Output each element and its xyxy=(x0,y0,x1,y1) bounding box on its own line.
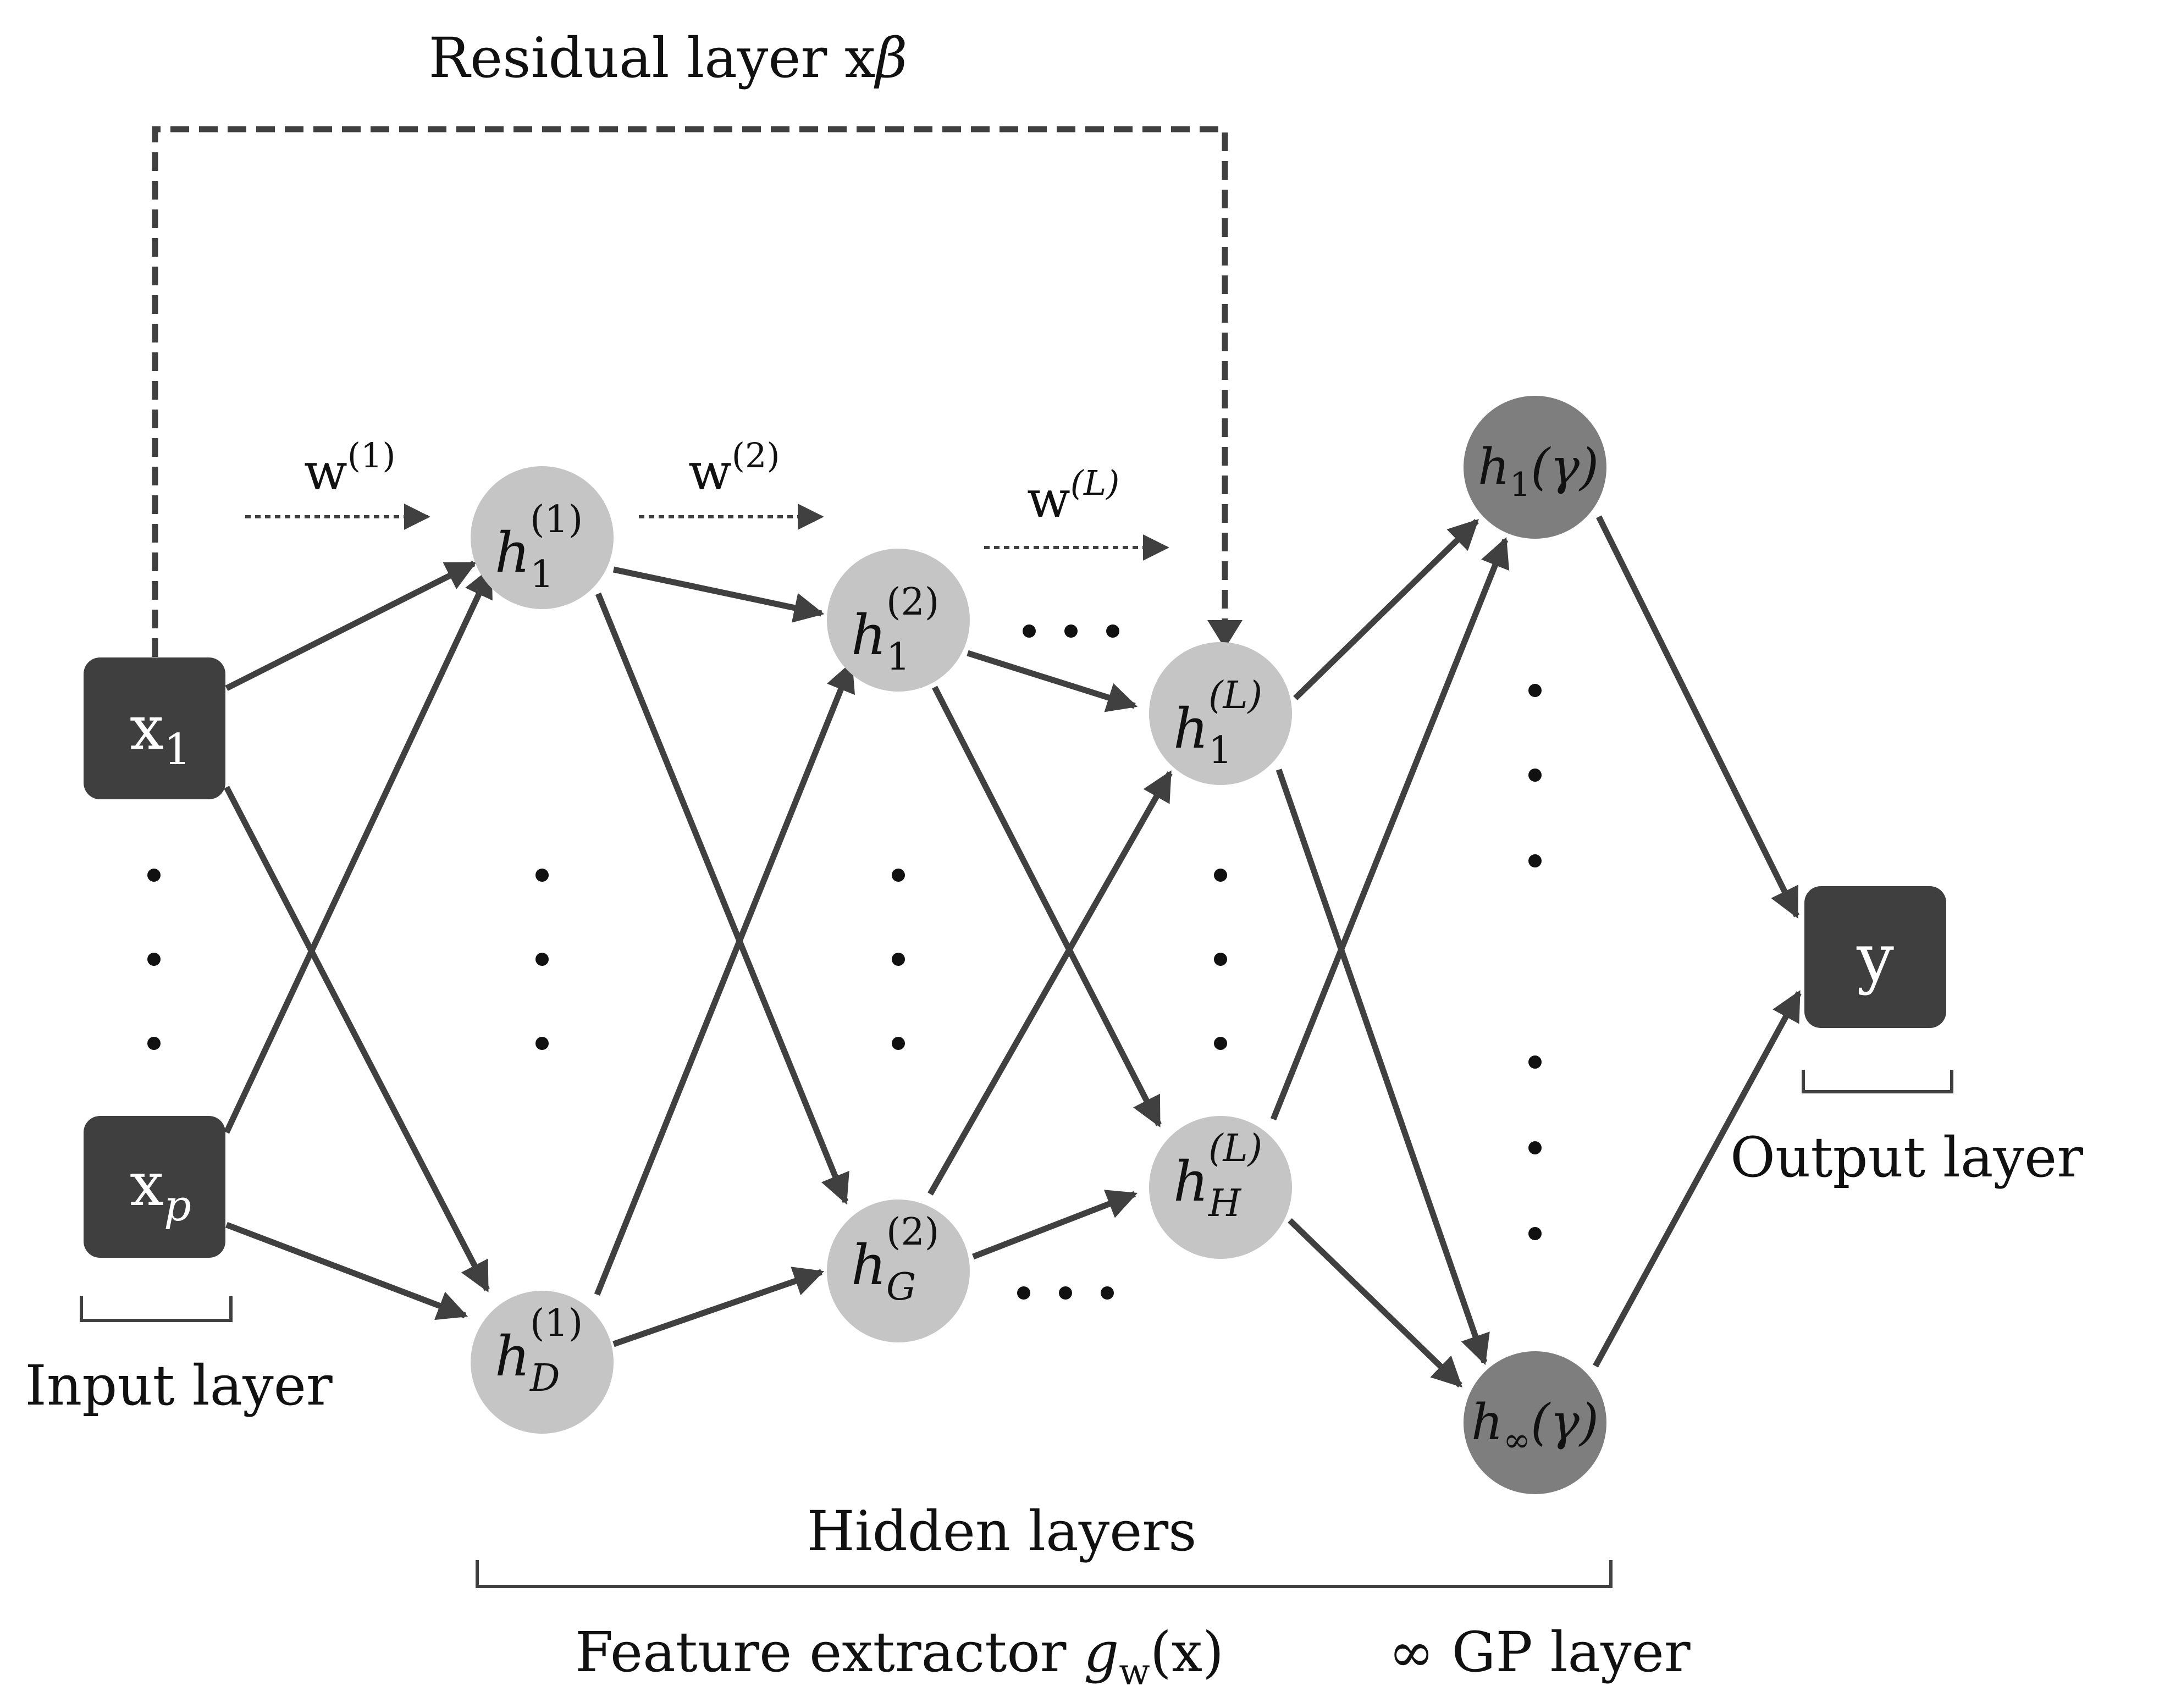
hidden-node-hG-2 xyxy=(827,1200,970,1342)
edge-x1-hD-1 xyxy=(224,786,490,1292)
hidden-dot xyxy=(1214,1037,1227,1050)
edge-hD-1-h1-2 xyxy=(594,661,855,1296)
output-node-y-label: y xyxy=(1856,920,1894,997)
input-dot xyxy=(147,953,161,966)
edge-hG-2-hH-L xyxy=(972,1190,1138,1260)
edge-xp-h1-1 xyxy=(224,567,493,1134)
residual-label: Residual layer xβ xyxy=(429,26,908,90)
edge-hH-L-gpinf xyxy=(1288,1218,1462,1388)
horizontal-dot xyxy=(1059,1286,1072,1300)
input-dot xyxy=(147,869,161,882)
hidden-node-h1-L xyxy=(1149,642,1292,785)
edge-h1-2-h1-L xyxy=(967,650,1138,712)
gp-dot xyxy=(1528,1141,1542,1154)
hidden-dot xyxy=(892,953,905,966)
hidden-node-hD-1-label: h(1)D xyxy=(495,1302,583,1400)
output-layer-bracket xyxy=(1802,1070,1953,1093)
weight-label-2: w(2) xyxy=(688,435,780,501)
feature-extractor-label: Feature extractor gw(x) xyxy=(575,1620,1224,1693)
input-dot xyxy=(147,1037,161,1050)
hidden-node-h1-1 xyxy=(471,466,614,609)
gp-node-h1-label: h1(γ) xyxy=(1478,438,1599,504)
edge-x1-h1-1 xyxy=(225,561,477,691)
horizontal-dot xyxy=(1101,1286,1114,1300)
hidden-layers-bracket xyxy=(476,1560,1613,1588)
edge-h1-2-hH-L xyxy=(932,686,1162,1127)
hidden-node-hH-L-label: h(L)H xyxy=(1173,1127,1262,1225)
gp-node-hinf-label: h∞(γ) xyxy=(1471,1394,1599,1460)
hidden-node-h1-L-label: h(L)1 xyxy=(1173,674,1262,772)
edge-h1-1-hG-2 xyxy=(595,592,849,1205)
edge-gpinf-y xyxy=(1593,990,1802,1368)
hidden-layers-label: Hidden layers xyxy=(807,1499,1197,1563)
network-edges xyxy=(224,515,1802,1388)
hidden-dot xyxy=(535,869,549,882)
weight-label-L: w(L) xyxy=(1027,463,1119,529)
gp-layer-label: ∞ GP layer xyxy=(1388,1620,1690,1684)
hidden-node-hH-L xyxy=(1149,1116,1292,1259)
edge-hD-1-hG-2 xyxy=(612,1267,825,1347)
hidden-node-hG-2-label: h(2)G xyxy=(851,1210,939,1309)
input-node-x1-label: x1 xyxy=(130,693,191,775)
hidden-dot xyxy=(892,1037,905,1050)
edge-h1-1-h1-2 xyxy=(612,566,825,623)
residual-arrowhead xyxy=(1207,620,1243,649)
gp-dot xyxy=(1528,769,1542,782)
input-node-x1 xyxy=(84,657,225,799)
residual-connection xyxy=(152,126,1243,657)
output-layer-label: Output layer xyxy=(1730,1125,2083,1190)
hidden-dot xyxy=(1214,953,1227,966)
hidden-node-hD-1 xyxy=(471,1291,614,1434)
hidden-dot xyxy=(535,1037,549,1050)
ellipsis-dots xyxy=(147,624,1542,1300)
weight-arrows xyxy=(245,504,1169,561)
gp-dot xyxy=(1528,1227,1542,1240)
hidden-node-h1-2 xyxy=(827,549,970,692)
hidden-dot xyxy=(892,869,905,882)
weight-label-1: w(1) xyxy=(304,435,396,501)
input-layer-label: Input layer xyxy=(25,1353,333,1418)
gp-dot xyxy=(1528,684,1542,697)
edge-xp-hD-1 xyxy=(225,1221,468,1320)
horizontal-dot xyxy=(1017,1286,1030,1300)
input-node-xp xyxy=(84,1116,225,1258)
gp-dot xyxy=(1528,1055,1542,1069)
edge-hH-L-gp1 xyxy=(1270,537,1510,1121)
hidden-node-h1-1-label: h(1)1 xyxy=(495,498,583,596)
input-layer-bracket xyxy=(80,1296,233,1322)
output-node-y xyxy=(1804,886,1946,1028)
horizontal-dot xyxy=(1106,624,1119,638)
hidden-dot xyxy=(535,953,549,966)
hidden-dot xyxy=(1214,869,1227,882)
gp-dot xyxy=(1528,854,1542,867)
edge-hG-2-h1-L xyxy=(927,770,1173,1196)
hidden-node-h1-2-label: h(2)1 xyxy=(851,581,939,679)
horizontal-dot xyxy=(1023,624,1036,638)
gp-node-hinf xyxy=(1464,1351,1606,1494)
gp-node-h1 xyxy=(1464,396,1606,539)
edge-h1-L-gp1 xyxy=(1293,519,1479,700)
input-node-xp-label: xp xyxy=(130,1149,191,1231)
horizontal-dot xyxy=(1064,624,1078,638)
edge-gp1-y xyxy=(1596,515,1799,919)
edge-h1-L-gpinf xyxy=(1275,769,1490,1366)
